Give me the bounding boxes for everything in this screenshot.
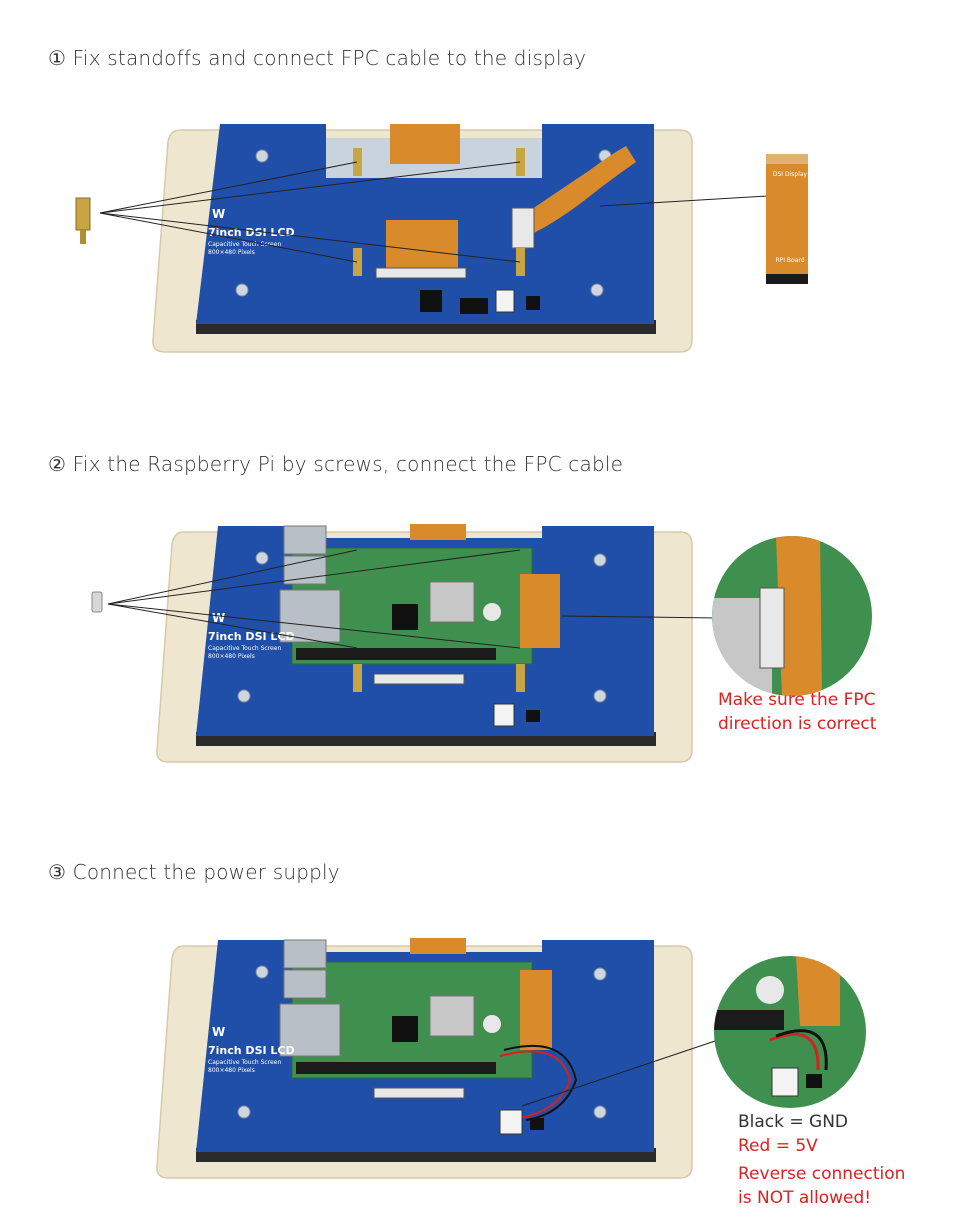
red-5v-note: Red = 5V: [738, 1136, 818, 1156]
power-zoom-circle: [714, 956, 866, 1108]
board-name: 7inch DSI LCD: [208, 630, 295, 643]
reverse-line-1: Reverse connection: [738, 1164, 906, 1184]
screw-icon: [91, 591, 103, 613]
power-connector: [499, 1109, 523, 1135]
reverse-warning-note: Reverse connection is NOT allowed!: [738, 1162, 905, 1210]
fpc-note-line-2: direction is correct: [718, 714, 877, 734]
board-resolution: 800×480 Pixels: [208, 653, 255, 660]
cable-bottom-label: RPI Board: [775, 257, 804, 264]
svg-text:W: W: [212, 1025, 225, 1039]
board-resolution: 800×480 Pixels: [208, 249, 255, 256]
step-2-svg: W 7inch DSI LCD Capacitive Touch Screen …: [91, 524, 872, 763]
step-1-illustration: W 7inch DSI LCD Capacitive Touch Screen …: [0, 110, 960, 370]
ethernet-port: [279, 589, 341, 643]
svg-text:W: W: [212, 611, 225, 625]
board-name: 7inch DSI LCD: [208, 226, 295, 239]
standoff-icon: [75, 197, 91, 244]
step-1-title: ① Fix standoffs and connect FPC cable to…: [48, 46, 587, 70]
fpc-top: [390, 124, 460, 164]
board-subtitle: Capacitive Touch Screen: [208, 241, 281, 248]
board-name: 7inch DSI LCD: [208, 1044, 295, 1057]
step-3-pointer-line: [521, 1039, 719, 1107]
step-2-illustration: W 7inch DSI LCD Capacitive Touch Screen …: [0, 518, 960, 768]
step-3-illustration: W 7inch DSI LCD Capacitive Touch Screen …: [0, 930, 960, 1190]
cable-top-label: DSI Display: [773, 171, 808, 178]
step-1-svg: W 7inch DSI LCD Capacitive Touch Screen …: [75, 124, 808, 353]
board-subtitle: Capacitive Touch Screen: [208, 1059, 281, 1066]
fpc-flex: [516, 146, 636, 235]
reverse-line-2: is NOT allowed!: [738, 1188, 872, 1208]
fpc-cable-icon: DSI Display RPI Board: [766, 154, 808, 284]
board-logo: W: [212, 207, 225, 221]
fpc-center: [386, 220, 458, 270]
black-gnd-note: Black = GND: [738, 1112, 849, 1132]
red-wire: [499, 1050, 572, 1119]
board-subtitle: Capacitive Touch Screen: [208, 645, 281, 652]
fpc-zoom-circle: [712, 536, 872, 696]
fpc-note-line-1: Make sure the FPC: [718, 690, 876, 710]
step-1-pointer-lines: [99, 161, 769, 263]
fpc-direction-note: Make sure the FPC direction is correct: [718, 688, 876, 736]
step-3-title: ③ Connect the power supply: [48, 860, 340, 884]
gpio-header: [296, 648, 496, 660]
step-2-title: ② Fix the Raspberry Pi by screws, connec…: [48, 452, 624, 476]
step-3-svg: W 7inch DSI LCD Capacitive Touch Screen …: [156, 938, 866, 1179]
board-resolution: 800×480 Pixels: [208, 1067, 255, 1074]
black-wire: [503, 1044, 578, 1121]
fpc-flex: [520, 574, 560, 648]
step-2-pointer-lines: [107, 549, 719, 649]
